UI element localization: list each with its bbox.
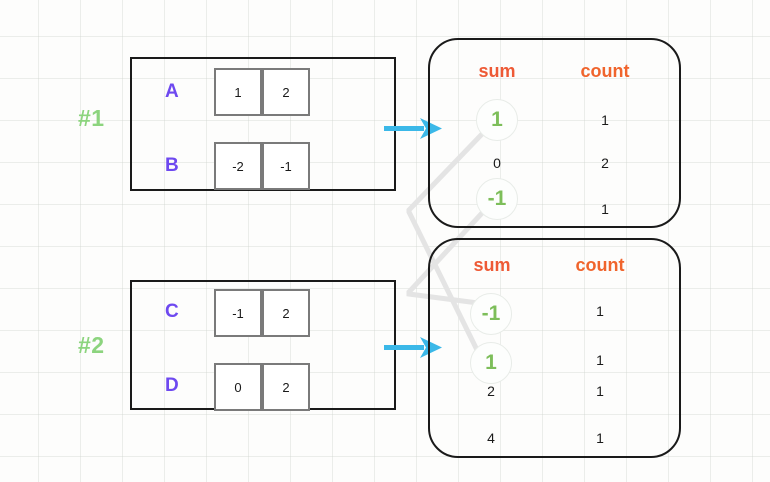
group-label-1: #1 <box>78 105 105 131</box>
panel-2-sum-value: -1 <box>470 293 512 335</box>
group-label-2: #2 <box>78 332 105 358</box>
source-row-cells-B: -2 -1 <box>214 142 310 190</box>
table-cell: 2 <box>262 363 310 411</box>
panel-1-header-sum: sum <box>478 61 516 81</box>
table-cell: 1 <box>214 68 262 116</box>
panel-2-sum-value: 1 <box>470 342 512 384</box>
source-row-label-B: B <box>165 155 179 176</box>
panel-2-count-value: 1 <box>596 303 604 319</box>
table-cell: 2 <box>262 289 310 337</box>
panel-1-count-value: 1 <box>601 201 609 217</box>
table-cell: -1 <box>262 142 310 190</box>
right-arrow-icon-1 <box>384 118 442 139</box>
source-block-1 <box>130 57 396 191</box>
panel-2-count-value: 1 <box>596 352 604 368</box>
source-row-label-D: D <box>165 375 179 396</box>
panel-1-header-count: count <box>580 61 630 81</box>
aggregate-panel-1 <box>428 38 681 228</box>
source-row-cells-D: 0 2 <box>214 363 310 411</box>
panel-2-count-value: 1 <box>596 383 604 399</box>
panel-1-count-value: 2 <box>601 155 609 171</box>
source-row-label-A: A <box>165 81 179 102</box>
source-row-cells-C: -1 2 <box>214 289 310 337</box>
table-cell: 2 <box>262 68 310 116</box>
panel-1-count-value: 1 <box>601 112 609 128</box>
panel-2-header-count: count <box>575 255 625 275</box>
panel-1-sum-value: 1 <box>476 99 518 141</box>
aggregate-panel-2 <box>428 238 681 458</box>
panel-2-sum-value: 2 <box>487 383 495 399</box>
right-arrow-icon-2 <box>384 337 442 358</box>
source-row-label-C: C <box>165 301 179 322</box>
panel-1-sum-value: 0 <box>493 155 501 171</box>
source-row-cells-A: 1 2 <box>214 68 310 116</box>
panel-2-header-sum: sum <box>473 255 511 275</box>
table-cell: -2 <box>214 142 262 190</box>
panel-2-count-value: 1 <box>596 430 604 446</box>
table-cell: -1 <box>214 289 262 337</box>
panel-1-sum-value: -1 <box>476 178 518 220</box>
table-cell: 0 <box>214 363 262 411</box>
panel-2-sum-value: 4 <box>487 430 495 446</box>
